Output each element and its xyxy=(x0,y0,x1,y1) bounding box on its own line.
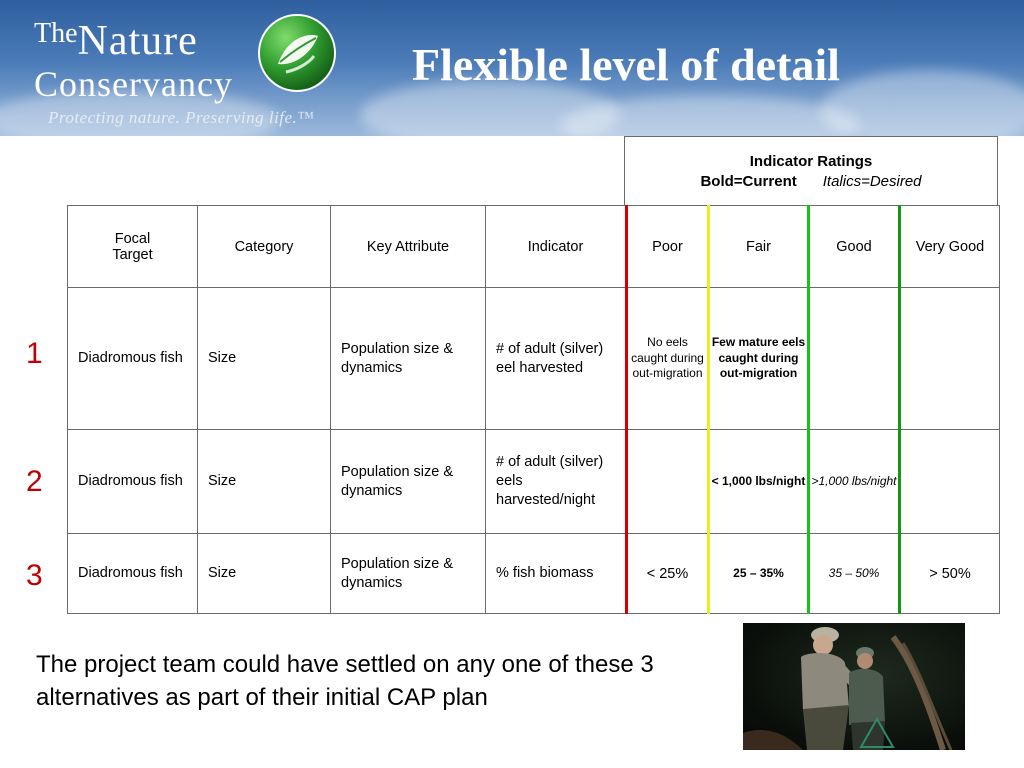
cell-focal-target: Diadromous fish xyxy=(67,429,198,534)
cell-category: Size xyxy=(197,429,331,534)
cell-category: Size xyxy=(197,533,331,614)
table-row: Diadromous fish Size Population size & d… xyxy=(67,429,1000,534)
cell-very-good: > 50% xyxy=(898,533,1000,614)
cell-poor: No eels caught during out-migration xyxy=(625,287,709,430)
cell-good xyxy=(807,287,900,430)
header-banner: TheNature Conservancy Protecting nature.… xyxy=(0,0,1024,136)
cell-very-good xyxy=(898,287,1000,430)
cell-indicator: # of adult (silver) eel harvested xyxy=(485,287,627,430)
header-poor: Poor xyxy=(625,205,709,288)
caption-text: The project team could have settled on a… xyxy=(36,651,654,711)
table-row: Diadromous fish Size Population size & d… xyxy=(67,287,1000,430)
header-category: Category xyxy=(197,205,331,288)
cell-focal-target: Diadromous fish xyxy=(67,533,198,614)
legend-current: Bold=Current xyxy=(700,173,797,190)
header-very-good: Very Good xyxy=(898,205,1000,288)
row-number: 2 xyxy=(26,465,43,498)
cell-focal-target: Diadromous fish xyxy=(67,287,198,430)
cloud-decoration xyxy=(820,70,1024,136)
header-fair: Fair xyxy=(707,205,809,288)
cell-key-attribute: Population size & dynamics xyxy=(330,533,486,614)
tagline: Protecting nature. Preserving life.™ xyxy=(48,108,315,127)
cell-good: >1,000 lbs/night xyxy=(807,429,900,534)
globe-leaf-icon xyxy=(258,14,336,92)
organization-logo: TheNature Conservancy xyxy=(34,18,233,104)
ratings-heading: Indicator Ratings xyxy=(749,153,873,170)
cell-good: 35 – 50% xyxy=(807,533,900,614)
header-indicator: Indicator xyxy=(485,205,627,288)
indicator-ratings-header: Indicator Ratings Bold=Current Italics=De… xyxy=(624,136,998,205)
cell-key-attribute: Population size & dynamics xyxy=(330,287,486,430)
header-key-attribute: Key Attribute xyxy=(330,205,486,288)
header-good: Good xyxy=(807,205,900,288)
ratings-legend: Bold=Current Italics=Desired xyxy=(625,173,997,190)
table-row: Diadromous fish Size Population size & d… xyxy=(67,533,1000,614)
fishermen-photo xyxy=(743,623,965,750)
header-focal-target-line1: Focal xyxy=(114,230,151,247)
photo-illustration xyxy=(743,627,953,750)
cloud-decoration xyxy=(0,90,280,136)
cell-poor xyxy=(625,429,709,534)
cell-indicator: # of adult (silver) eels harvested/night xyxy=(485,429,627,534)
logo-nature: Nature xyxy=(77,18,198,64)
cell-fair: Few mature eels caught during out-migrat… xyxy=(707,287,809,430)
header-focal-target-line2: Target xyxy=(112,246,153,263)
cell-fair: < 1,000 lbs/night xyxy=(707,429,809,534)
cell-category: Size xyxy=(197,287,331,430)
cell-indicator: % fish biomass xyxy=(485,533,627,614)
logo-the: The xyxy=(34,18,78,49)
row-number: 1 xyxy=(26,337,43,370)
cell-fair: 25 – 35% xyxy=(707,533,809,614)
logo-conservancy: Conservancy xyxy=(34,64,233,104)
cell-key-attribute: Population size & dynamics xyxy=(330,429,486,534)
page-title: Flexible level of detail xyxy=(412,39,840,90)
cloud-decoration xyxy=(560,95,860,136)
legend-desired: Italics=Desired xyxy=(822,173,922,190)
cell-poor: < 25% xyxy=(625,533,709,614)
cell-very-good xyxy=(898,429,1000,534)
cloud-decoration xyxy=(360,80,620,136)
row-number: 3 xyxy=(26,559,43,592)
